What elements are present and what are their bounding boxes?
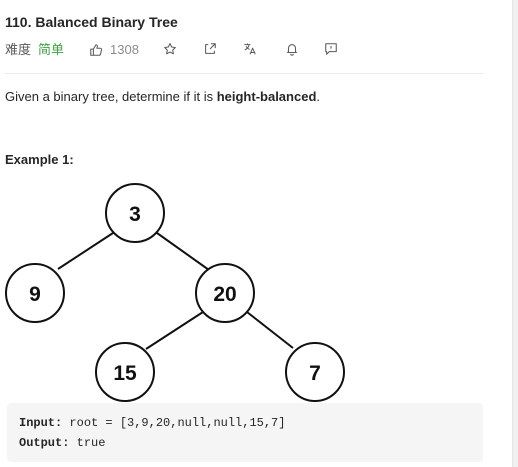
description-suffix: . <box>316 89 321 104</box>
tree-edge-3-9 <box>57 232 114 270</box>
tree-node-label: 7 <box>309 362 321 385</box>
share-icon[interactable] <box>202 41 218 57</box>
scrollbar[interactable] <box>512 0 518 467</box>
example-output-line: Output: true <box>19 436 105 450</box>
tree-node-15: 15 <box>95 342 155 402</box>
tree-node-label: 20 <box>213 283 236 306</box>
difficulty-label: 难度 <box>5 42 32 57</box>
tree-node-9: 9 <box>5 263 65 323</box>
translate-icon[interactable] <box>242 41 258 57</box>
tree-node-label: 3 <box>129 203 141 226</box>
tree-node-20: 20 <box>195 263 255 323</box>
difficulty-value: 简单 <box>38 42 65 57</box>
input-label: Input: <box>19 416 63 430</box>
description-prefix: Given a binary tree, determine if it is <box>5 89 217 104</box>
tree-node-7: 7 <box>285 342 345 402</box>
output-label: Output: <box>19 436 70 450</box>
problem-title: 110. Balanced Binary Tree <box>5 14 178 30</box>
example-input-line: Input: root = [3,9,20,null,null,15,7] <box>19 416 285 430</box>
like-button[interactable]: 1308 <box>88 41 139 59</box>
tree-node-label: 9 <box>29 283 41 306</box>
binary-tree-diagram: 3 9 20 15 7 <box>5 183 345 402</box>
description-bold-term: height-balanced <box>216 89 317 104</box>
divider <box>5 73 483 74</box>
like-count: 1308 <box>110 42 139 57</box>
tree-edge-3-20 <box>156 232 210 271</box>
tree-edge-20-15 <box>145 311 204 350</box>
star-icon[interactable] <box>162 41 178 57</box>
tree-node-3: 3 <box>105 183 165 243</box>
example-heading: Example 1: <box>5 152 74 167</box>
problem-meta-bar: 难度 简单 1308 <box>5 41 337 59</box>
output-value: true <box>69 436 106 450</box>
example-code-block: Input: root = [3,9,20,null,null,15,7] Ou… <box>7 403 483 462</box>
tree-edge-20-7 <box>246 311 294 349</box>
thumbs-up-icon <box>88 42 104 58</box>
problem-description: Given a binary tree, determine if it is … <box>5 89 320 104</box>
bell-icon[interactable] <box>284 41 300 57</box>
tree-node-label: 15 <box>113 362 137 385</box>
feedback-icon[interactable] <box>323 41 339 57</box>
input-value: root = [3,9,20,null,null,15,7] <box>62 416 286 430</box>
